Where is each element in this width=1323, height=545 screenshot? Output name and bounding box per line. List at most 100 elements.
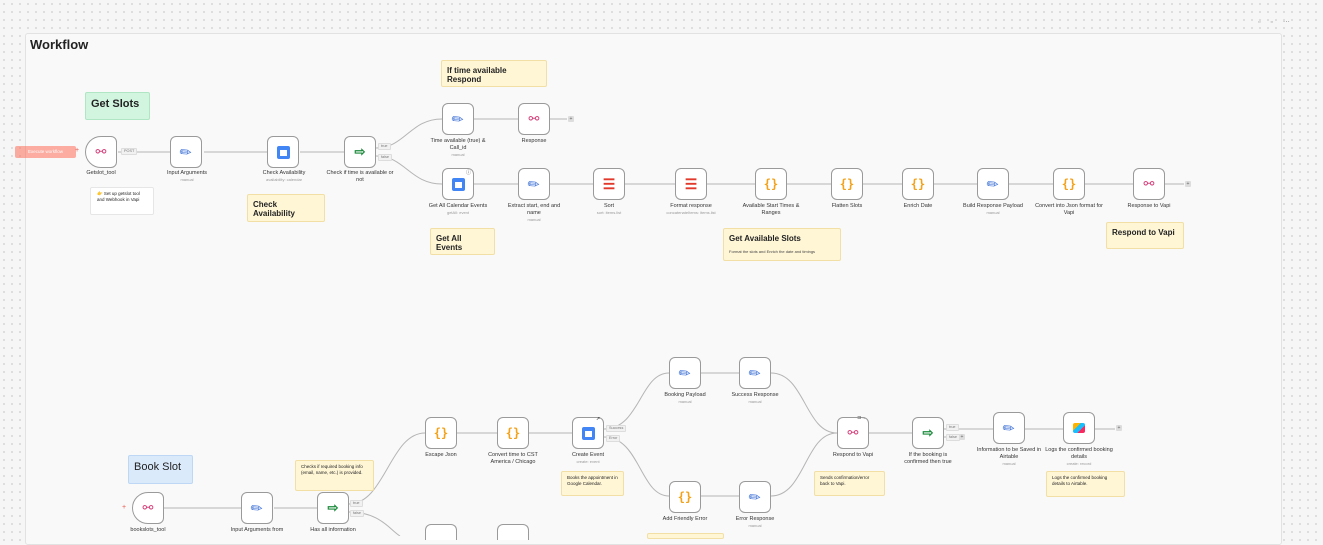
node-label: Information to be Saved in Airtable bbox=[976, 447, 1042, 460]
node-build-response-payload[interactable]: ✎ bbox=[977, 168, 1009, 200]
code-icon: {} bbox=[839, 177, 855, 191]
if-icon: ⇨ bbox=[354, 144, 366, 159]
node-has-all-information[interactable]: ⇨ bbox=[317, 492, 349, 524]
code-icon: {} bbox=[910, 177, 926, 191]
node-label: Convert into Json format for Vapi bbox=[1035, 203, 1103, 216]
node-format-response[interactable]: ☰ bbox=[675, 168, 707, 200]
node-label: Time available (true) & Call_id bbox=[430, 138, 486, 151]
branch-true: true bbox=[946, 424, 959, 431]
arrow-icon: ↗ bbox=[596, 416, 601, 422]
node-escape-json[interactable]: {} bbox=[425, 417, 457, 449]
pencil-icon: ✎ bbox=[247, 497, 267, 518]
add-node-icon[interactable]: + bbox=[1185, 181, 1191, 187]
execute-workflow-button[interactable]: Execute workflow bbox=[15, 146, 76, 158]
canvas-title: Workflow bbox=[30, 37, 89, 52]
node-if-booking-confirmed[interactable]: ⇨ bbox=[912, 417, 944, 449]
node-sublabel: manual bbox=[748, 523, 762, 528]
note-description: Format the slots and Enrich the date and… bbox=[729, 249, 816, 254]
node-sublabel: manual bbox=[986, 210, 1000, 215]
node-label: Extract start, end and name bbox=[507, 203, 561, 216]
node-sort[interactable]: ☰ bbox=[593, 168, 625, 200]
node-label: Success Response bbox=[731, 392, 779, 398]
webhook-icon: ⚯ bbox=[528, 111, 540, 126]
node-label: Enrich Date bbox=[903, 203, 933, 209]
pencil-icon: ✎ bbox=[745, 362, 765, 383]
node-sublabel: manual bbox=[748, 399, 762, 404]
note-get-slots[interactable]: Get Slots bbox=[85, 92, 150, 120]
node-partial[interactable] bbox=[497, 524, 529, 540]
node-label: Check if time is available or not bbox=[326, 170, 394, 183]
note-book-slot[interactable]: Book Slot bbox=[128, 455, 193, 484]
node-time-available[interactable]: ✎ bbox=[442, 103, 474, 135]
add-node-icon[interactable]: + bbox=[568, 116, 574, 122]
add-node-icon[interactable]: + bbox=[959, 434, 965, 440]
note-get-all-events[interactable]: Get All Events bbox=[430, 228, 495, 255]
pencil-icon: ✎ bbox=[176, 141, 196, 162]
note-respond-to-vapi[interactable]: Respond to Vapi bbox=[1106, 222, 1184, 249]
note-get-available-slots[interactable]: Get Available Slots Format the slots and… bbox=[723, 228, 841, 261]
branch-success: Success bbox=[606, 425, 627, 432]
note-checks-required[interactable]: Checks if required booking info (email, … bbox=[295, 460, 374, 491]
branch-error: Error bbox=[606, 435, 621, 442]
webhook-icon: ⚯ bbox=[1143, 176, 1155, 191]
note-logs-confirmed[interactable]: Logs the confirmed booking details to Ai… bbox=[1046, 471, 1125, 497]
node-label: Convert time to CST America / Chicago bbox=[488, 452, 538, 465]
add-node-icon[interactable]: + bbox=[1116, 425, 1122, 431]
node-convert-time[interactable]: {} bbox=[497, 417, 529, 449]
redirect-icon: ⊐→ bbox=[857, 415, 867, 421]
if-icon: ⇨ bbox=[922, 425, 934, 440]
node-success-response[interactable]: ✎ bbox=[739, 357, 771, 389]
node-available-start-times[interactable]: {} bbox=[755, 168, 787, 200]
node-partial[interactable] bbox=[425, 524, 457, 540]
node-getslot-tool[interactable]: ⚯ bbox=[85, 136, 117, 168]
node-label: Booking Payload bbox=[664, 392, 706, 398]
note-setup-tool[interactable]: 👉 Set up getslot tool and Webhook in Vap… bbox=[90, 187, 154, 215]
webhook-icon: ⚯ bbox=[847, 425, 859, 440]
node-label: Sort bbox=[603, 203, 615, 209]
node-create-event[interactable] bbox=[572, 417, 604, 449]
node-logs-confirmed-booking[interactable] bbox=[1063, 412, 1095, 444]
node-sublabel: concatenateItems: items.list bbox=[666, 210, 716, 215]
node-extract-start-end[interactable]: ✎ bbox=[518, 168, 550, 200]
note-check-availability[interactable]: Check Availability bbox=[247, 194, 325, 222]
note-books-appointment[interactable]: Books the appointment in Google Calendar… bbox=[561, 471, 624, 496]
node-booking-payload[interactable]: ✎ bbox=[669, 357, 701, 389]
node-check-availability[interactable] bbox=[267, 136, 299, 168]
node-response-to-vapi[interactable]: ⚯ bbox=[1133, 168, 1165, 200]
node-label: Respond to Vapi bbox=[832, 452, 874, 458]
node-label: Get All Calendar Events bbox=[428, 203, 488, 209]
node-sublabel: manual bbox=[1002, 461, 1016, 466]
node-sublabel: create: record bbox=[1066, 461, 1092, 466]
node-get-all-calendar-events[interactable] bbox=[442, 168, 474, 200]
note-sends-confirmation[interactable]: Sends confirmation/error back to Vapi. bbox=[814, 471, 885, 496]
node-sublabel: manual bbox=[527, 217, 541, 222]
node-respond-to-vapi[interactable]: ⚯ bbox=[837, 417, 869, 449]
if-icon: ⇨ bbox=[327, 500, 339, 515]
plus-icon[interactable]: + bbox=[122, 504, 127, 511]
node-error-response[interactable]: ✎ bbox=[739, 481, 771, 513]
code-icon: {} bbox=[763, 177, 779, 191]
node-input-arguments-from[interactable]: ✎ bbox=[241, 492, 273, 524]
node-check-if-time[interactable]: ⇨ bbox=[344, 136, 376, 168]
node-sublabel: manual bbox=[180, 177, 194, 182]
info-icon: ⓘ bbox=[466, 170, 472, 176]
airtable-icon bbox=[1073, 423, 1085, 433]
node-response[interactable]: ⚯ bbox=[518, 103, 550, 135]
google-calendar-icon bbox=[276, 145, 290, 159]
node-enrich-date[interactable]: {} bbox=[902, 168, 934, 200]
plus-icon[interactable]: + bbox=[75, 147, 80, 154]
note-if-time-available[interactable]: If time available Respond bbox=[441, 60, 547, 87]
branch-true: true bbox=[350, 500, 363, 507]
branch-false: false bbox=[946, 434, 961, 441]
note-partial[interactable] bbox=[647, 533, 724, 539]
canvas-tools[interactable]: ▫ ▫ ⋯ bbox=[1258, 19, 1294, 26]
node-convert-json[interactable]: {} bbox=[1053, 168, 1085, 200]
node-add-friendly-error[interactable]: {} bbox=[669, 481, 701, 513]
pencil-icon: ✎ bbox=[675, 362, 695, 383]
node-info-saved-airtable[interactable]: ✎ bbox=[993, 412, 1025, 444]
node-label: Input Arguments from bbox=[230, 527, 284, 533]
code-icon: {} bbox=[1061, 177, 1077, 191]
node-input-arguments[interactable]: ✎ bbox=[170, 136, 202, 168]
node-flatten-slots[interactable]: {} bbox=[831, 168, 863, 200]
node-bookslots-tool[interactable]: ⚯ bbox=[132, 492, 164, 524]
